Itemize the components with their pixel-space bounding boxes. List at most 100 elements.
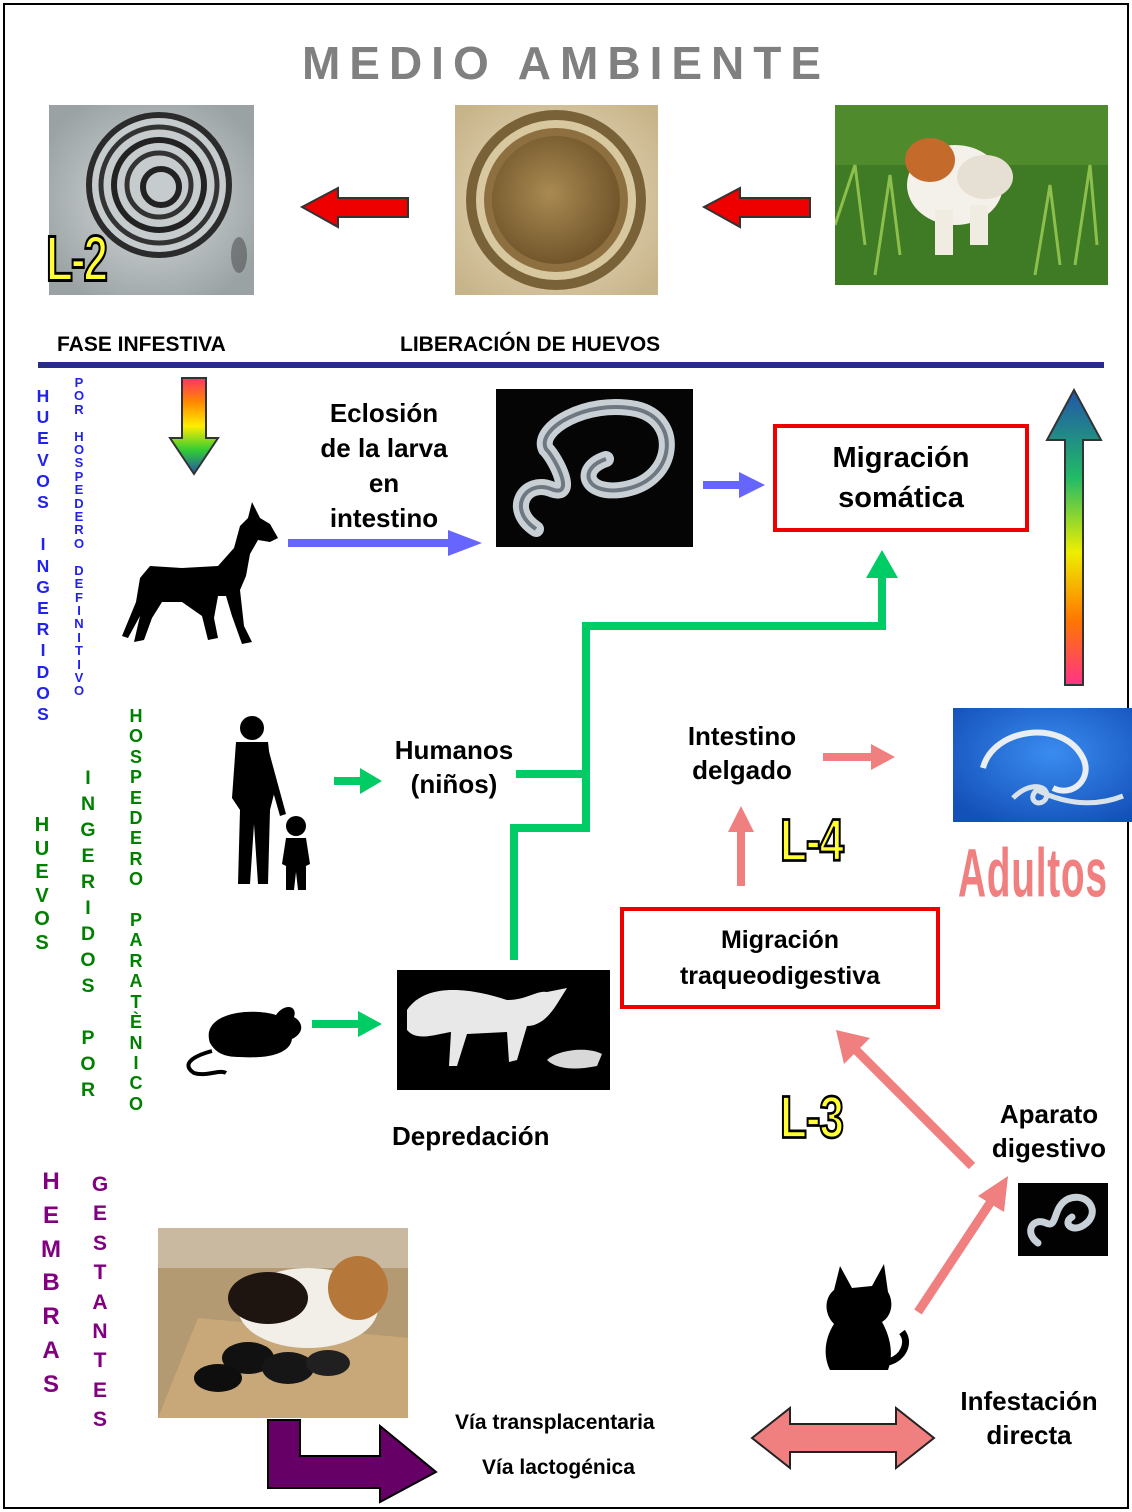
vertical-letter: B (38, 1266, 64, 1300)
vertical-letter: I (76, 895, 100, 921)
aparato-line-2: digestivo (978, 1131, 1120, 1165)
vertical-letter (124, 890, 148, 910)
pink-arrow-up-to-intestino (726, 806, 756, 886)
vertical-letter: S (88, 1229, 112, 1258)
vertical-letter: D (32, 662, 54, 683)
vertical-letter: N (32, 556, 54, 577)
vertical-letter: C (124, 1073, 148, 1093)
green-arrow-to-depredacion (312, 1009, 384, 1039)
vertical-letter: E (68, 483, 90, 496)
vertical-letter: O (124, 1094, 148, 1114)
vertical-letter: O (68, 684, 90, 697)
vertical-letter: E (68, 577, 90, 590)
vertical-letter: S (32, 704, 54, 725)
purple-l-arrow (264, 1418, 440, 1504)
mouse-silhouette-icon (180, 993, 305, 1078)
migracion-somatica-box: Migración somática (773, 424, 1029, 532)
vertical-letter: D (68, 564, 90, 577)
vertical-letter: D (124, 808, 148, 828)
vertical-letter: S (32, 492, 54, 513)
eclosion-line-2: de la larva (300, 431, 468, 466)
rainbow-down-arrow (168, 376, 220, 476)
vertical-letter: U (30, 838, 54, 862)
vertical-letter: O (32, 471, 54, 492)
vertical-letter: P (76, 1025, 100, 1051)
vertical-letter: A (88, 1288, 112, 1317)
vertical-letter: H (38, 1165, 64, 1199)
vertical-letter: O (76, 1051, 100, 1077)
vertical-letter: H (32, 386, 54, 407)
vertical-letter: I (68, 658, 90, 671)
vertical-letter: I (32, 534, 54, 555)
pink-arrow-to-traqueo (830, 1024, 980, 1174)
vertical-huevos-ingeridos-blue: HUEVOS INGERIDOS (32, 386, 54, 725)
red-arrow-left-2 (702, 185, 812, 230)
vertical-letter: I (76, 765, 100, 791)
vertical-ingeridos-por: INGERIDOS POR (76, 765, 100, 1103)
vertical-letter: S (124, 747, 148, 767)
vertical-letter: E (32, 428, 54, 449)
vertical-letter: A (124, 971, 148, 991)
l2-label: L-2 (46, 224, 106, 297)
vertical-letter: T (88, 1258, 112, 1287)
vertical-letter: G (88, 1170, 112, 1199)
vertical-letter: O (76, 947, 100, 973)
vertical-letter: I (32, 640, 54, 661)
vertical-letter: P (68, 470, 90, 483)
vertical-letter: D (76, 921, 100, 947)
vertical-letter: O (68, 443, 90, 456)
vertical-letter: È (124, 1012, 148, 1032)
vertical-letter: E (30, 861, 54, 885)
vertical-letter: F (68, 591, 90, 604)
vertical-por-hospedero-definitivo: POR HOSPEDERO DEFINITIVO (68, 376, 90, 698)
vertical-letter: R (32, 619, 54, 640)
vertical-letter: S (38, 1368, 64, 1402)
vertical-letter: T (88, 1346, 112, 1375)
vertical-letter: O (68, 537, 90, 550)
vertical-letter: A (38, 1334, 64, 1368)
liberacion-huevos-label: LIBERACIÓN DE HUEVOS (400, 333, 660, 357)
vertical-letter: S (88, 1405, 112, 1434)
vertical-letter: S (68, 456, 90, 469)
vertical-letter: N (68, 617, 90, 630)
vertical-letter: O (32, 683, 54, 704)
small-larva-photo (1018, 1183, 1108, 1256)
vertical-letter: R (68, 403, 90, 416)
vertical-letter: E (32, 598, 54, 619)
aparato-digestivo-text: Aparato digestivo (978, 1097, 1120, 1165)
vertical-letter: P (68, 376, 90, 389)
vertical-gestantes: GESTANTES (88, 1170, 112, 1435)
adultos-label: Adultos (958, 834, 1108, 913)
red-arrow-left-1 (300, 185, 410, 230)
infestacion-directa-text: Infestación directa (944, 1384, 1114, 1452)
via-lactogenica-label: Vía lactogénica (482, 1456, 635, 1480)
dog-silhouette-icon (122, 498, 282, 646)
vertical-letter: O (30, 908, 54, 932)
vertical-huevos-green: HUEVOS (30, 814, 54, 956)
vertical-letter: R (124, 849, 148, 869)
humanos-text: Humanos (niños) (383, 733, 525, 801)
vertical-letter: G (76, 817, 100, 843)
vertical-letter: R (124, 951, 148, 971)
intestino-line-1: Intestino (668, 719, 816, 753)
vertical-hembras: HEMBRAS (38, 1165, 64, 1402)
vertical-letter: E (124, 788, 148, 808)
vertical-letter: O (124, 726, 148, 746)
vertical-letter (76, 999, 100, 1025)
predation-photo (397, 970, 610, 1090)
eclosion-line-3: en (300, 466, 468, 501)
eclosion-line-1: Eclosión (300, 396, 468, 431)
vertical-letter: D (68, 497, 90, 510)
vertical-letter: O (124, 869, 148, 889)
pink-arrow-to-aparato (912, 1170, 1016, 1320)
vertical-letter: N (76, 791, 100, 817)
navy-rule (38, 362, 1104, 368)
migracion-traqueodigestiva-box: Migración traqueodigestiva (620, 907, 940, 1009)
humanos-line-2: (niños) (383, 767, 525, 801)
beagle-puppies-photo (158, 1228, 408, 1418)
vertical-letter: R (76, 869, 100, 895)
eclosion-text: Eclosión de la larva en intestino (300, 396, 468, 536)
vertical-letter: E (38, 1199, 64, 1233)
infestacion-line-2: directa (944, 1418, 1114, 1452)
